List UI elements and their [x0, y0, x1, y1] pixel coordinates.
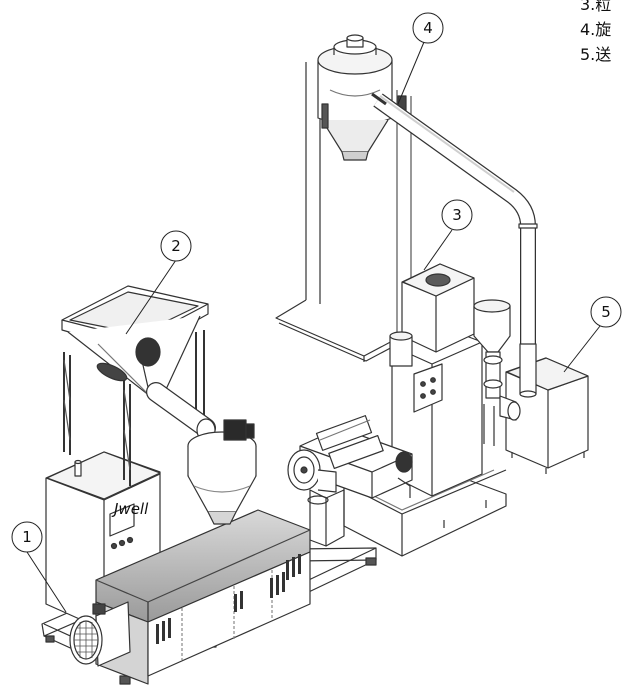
- callout-3-label: 3: [452, 206, 462, 224]
- callouts: 1 2 3 4 5: [11, 12, 622, 613]
- cabinet-logo: Jwell: [111, 500, 149, 518]
- callout-2: 2: [160, 230, 192, 262]
- leader-line-3: [423, 229, 453, 271]
- blower-box: [505, 343, 589, 474]
- legend: 3.粒 4.旋 5.送: [580, 0, 624, 67]
- conveying-pipe: [371, 92, 538, 396]
- legend-item-3: 3.粒: [580, 0, 612, 14]
- callout-5: 5: [590, 296, 622, 328]
- extruder-hood: [69, 509, 311, 685]
- callout-4-label: 4: [423, 19, 433, 37]
- callout-3: 3: [441, 199, 473, 231]
- callout-5-label: 5: [601, 303, 611, 321]
- leader-line-1: [26, 551, 67, 613]
- callout-1: 1: [11, 521, 43, 553]
- callout-2-label: 2: [171, 237, 181, 255]
- legend-item-5: 5.送: [580, 45, 612, 64]
- leader-line-2: [125, 259, 177, 335]
- screen-changer: [287, 415, 413, 547]
- cyclone-separator: [275, 34, 412, 362]
- leader-line-4: [397, 41, 425, 105]
- legend-item-4: 4.旋: [580, 20, 612, 39]
- callout-4: 4: [412, 12, 444, 44]
- vent-grilles: [156, 554, 301, 644]
- pelletizer-unit: [343, 263, 521, 557]
- feed-hopper: [61, 285, 257, 525]
- callout-1-label: 1: [22, 528, 32, 546]
- leader-line-5: [563, 325, 601, 373]
